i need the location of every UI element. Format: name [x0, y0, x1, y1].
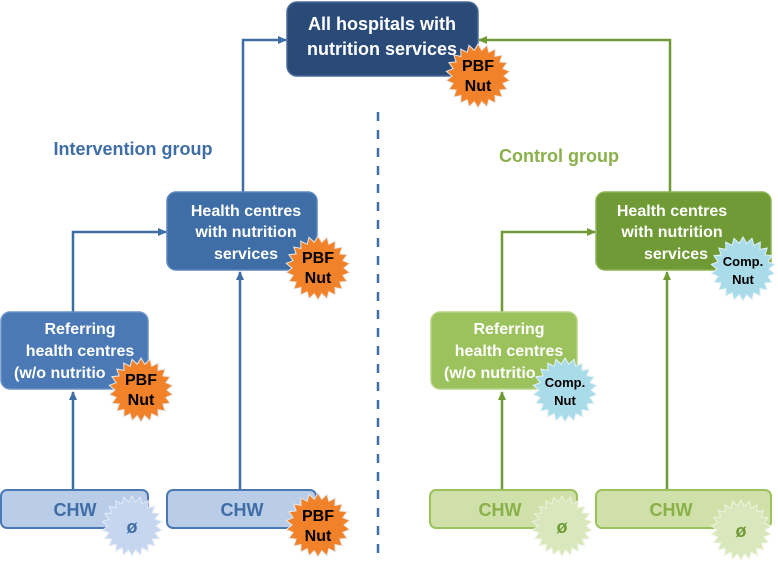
- comp-nut-star-badge: Comp. Nut: [532, 357, 598, 423]
- node-all-hospitals-line1: All hospitals with: [308, 14, 456, 34]
- badge-top-line1: PBF: [462, 58, 494, 75]
- node-label: CHW: [479, 500, 522, 520]
- badge-line2: Nut: [554, 393, 576, 408]
- node-control-referring: Referring health centres (w/o nutritio: [430, 311, 578, 390]
- null-star-badge: ø: [531, 494, 593, 558]
- intervention-group-label: Intervention group: [54, 139, 213, 159]
- arrow-referring-to-health-centre: [71, 228, 167, 312]
- node-line: with nutrition: [620, 224, 722, 241]
- badge-line1: Comp.: [723, 254, 763, 269]
- badge-line2: Nut: [128, 392, 155, 409]
- node-label: CHW: [54, 500, 97, 520]
- arrow-health-centre-to-hospitals: [241, 36, 287, 192]
- node-intervention-referring: Referring health centres (w/o nutritio: [0, 311, 149, 390]
- badge-line1: PBF: [302, 508, 334, 525]
- node-label: CHW: [650, 500, 693, 520]
- badge-line2: Nut: [732, 272, 754, 287]
- pbf-nut-star-badge: PBF Nut: [108, 357, 174, 423]
- node-line: services: [214, 246, 278, 263]
- null-star-badge: ø: [710, 498, 772, 562]
- arrow-health-centre-to-hospitals-control: [478, 36, 672, 192]
- badge-line1: Comp.: [545, 375, 585, 390]
- node-line: Health centres: [191, 203, 301, 220]
- node-line: services: [644, 246, 708, 263]
- badge-line1: PBF: [125, 372, 157, 389]
- node-line: Referring: [473, 321, 544, 338]
- pbf-nut-star-badge: PBF Nut: [285, 235, 351, 301]
- control-connectors: [478, 36, 672, 490]
- badge-null: ø: [736, 521, 747, 541]
- node-line: Referring: [44, 321, 115, 338]
- comp-nut-star-badge: Comp. Nut: [710, 236, 776, 302]
- arrow-referring-to-health-centre-control: [500, 228, 596, 312]
- badge-top-line2: Nut: [465, 78, 492, 95]
- intervention-connectors: [69, 36, 287, 490]
- pbf-nut-star-badge: PBF Nut: [445, 43, 511, 109]
- node-line: (w/o nutritio: [14, 365, 106, 382]
- badge-null: ø: [557, 517, 568, 537]
- null-star-badge: ø: [101, 494, 163, 558]
- badge-line2: Nut: [305, 528, 332, 545]
- badge-line1: PBF: [302, 250, 334, 267]
- control-group-label: Control group: [499, 146, 619, 166]
- node-all-hospitals: All hospitals with nutrition services: [286, 1, 479, 77]
- pbf-nut-star-badge: PBF Nut: [285, 492, 351, 558]
- node-intervention-chw-right: CHW: [166, 489, 317, 529]
- node-label: CHW: [221, 500, 264, 520]
- node-line: health centres: [26, 343, 135, 360]
- node-line: health centres: [455, 343, 564, 360]
- node-all-hospitals-line2: nutrition services: [307, 39, 457, 59]
- node-line: with nutrition: [194, 224, 296, 241]
- badge-line2: Nut: [305, 270, 332, 287]
- node-line: (w/o nutritio: [444, 365, 536, 382]
- badge-null: ø: [127, 517, 138, 537]
- node-line: Health centres: [617, 203, 727, 220]
- node-intervention-health-centres: Health centres with nutrition services: [166, 191, 318, 271]
